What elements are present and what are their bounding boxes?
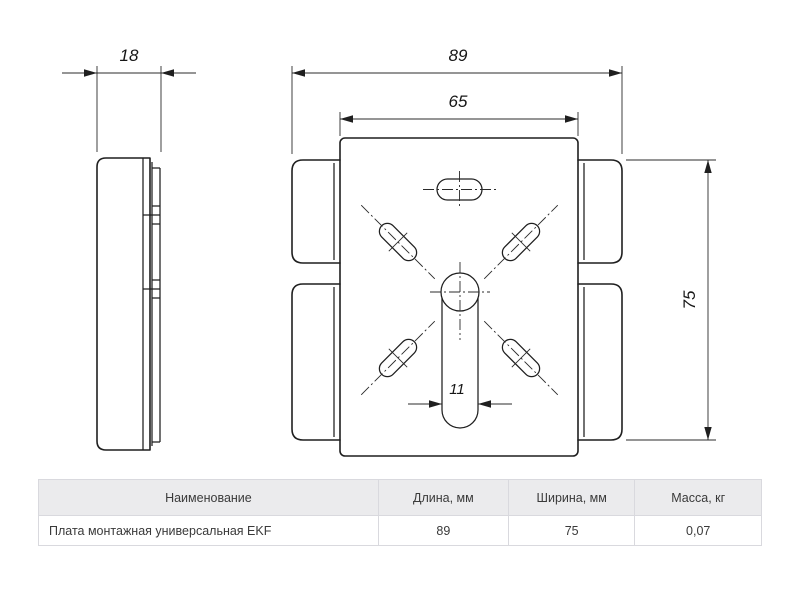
spec-table: Наименование Длина, мм Ширина, мм Масса,…	[38, 479, 762, 546]
diagonal-slot-top-left	[360, 204, 436, 280]
cell-product-name: Плата монтажная универсальная EKF	[38, 515, 379, 546]
bend-lines	[333, 163, 585, 437]
diagonal-slot-bottom-left	[360, 320, 436, 396]
top-slot	[423, 171, 496, 207]
spec-table-row: Плата монтажная универсальная EKF 89 75 …	[38, 515, 762, 546]
dimension-inner-width: 65	[339, 92, 579, 136]
side-view-tab-marks	[143, 167, 160, 443]
cell-width: 75	[507, 515, 636, 546]
technical-drawing: 18	[62, 46, 716, 457]
dim-label-overall-width: 89	[449, 46, 468, 65]
diagonal-slot-top-right	[483, 204, 559, 280]
diagonal-slot-bottom-right	[483, 320, 559, 396]
dim-label-slot-width: 11	[449, 381, 465, 398]
left-bottom-tab	[291, 283, 341, 441]
dimension-height: 75	[626, 159, 716, 441]
dimension-overall-width: 89	[291, 46, 623, 154]
side-view-outline	[96, 157, 151, 451]
dimension-side-depth: 18	[62, 46, 196, 152]
col-header-length: Длина, мм	[377, 479, 509, 516]
right-bottom-tab	[577, 283, 623, 441]
dim-label-inner-width: 65	[449, 92, 468, 111]
cell-length: 89	[377, 515, 509, 546]
front-view-body	[339, 137, 579, 457]
dim-label-height: 75	[680, 290, 699, 309]
dimension-slot-width: 11	[408, 381, 512, 408]
spec-table-header-row: Наименование Длина, мм Ширина, мм Масса,…	[38, 479, 762, 516]
side-view	[96, 157, 161, 451]
left-top-tab	[291, 159, 341, 264]
front-view	[291, 137, 623, 457]
col-header-width: Ширина, мм	[507, 479, 636, 516]
dim-label-side-depth: 18	[120, 46, 139, 65]
keyhole-slot	[430, 262, 490, 429]
col-header-name: Наименование	[38, 479, 379, 516]
col-header-mass: Масса, кг	[634, 479, 762, 516]
right-top-tab	[577, 159, 623, 264]
cell-mass: 0,07	[634, 515, 762, 546]
